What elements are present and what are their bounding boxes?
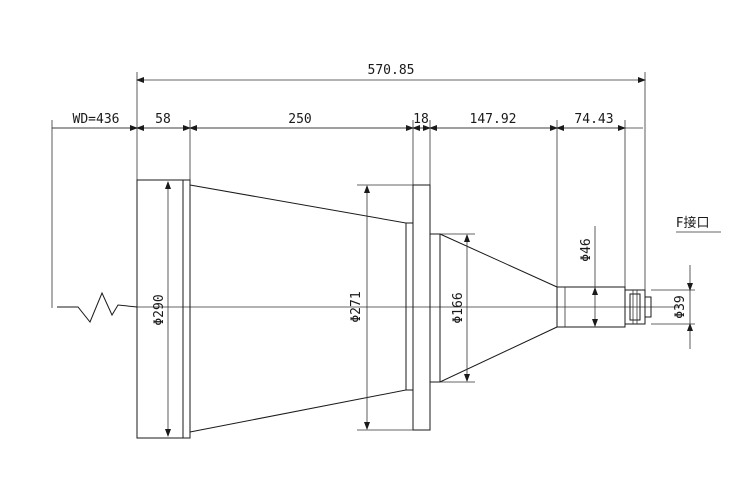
- lens-body: [136, 179, 652, 439]
- rear-cone-diameter-label: Φ166: [451, 292, 466, 323]
- total-length-label: 570.85: [368, 63, 415, 78]
- mount-label: F接口: [676, 215, 709, 231]
- total-length-dimension: 570.85: [136, 63, 646, 290]
- mount-length-label: 74.43: [574, 112, 613, 127]
- front-flange-ring: [182, 179, 191, 439]
- rear-cone-length-label: 147.92: [470, 112, 517, 127]
- thread-diameter-label: Φ39: [673, 295, 688, 318]
- diameter-rear-cone: Φ166: [440, 233, 475, 383]
- front-diameter-label: Φ290: [152, 294, 167, 325]
- segment-dimensions: WD=436 58 250 18 147.92 74.43: [51, 112, 643, 308]
- front-cone: [189, 184, 407, 433]
- working-distance-label: WD=436: [73, 112, 120, 127]
- diameter-thread: Φ39: [651, 265, 695, 349]
- mid-flange: [412, 184, 431, 431]
- cone-length-label: 250: [288, 112, 311, 127]
- diameter-mount-body: Φ46: [579, 226, 598, 327]
- mount-body-diameter-label: Φ46: [579, 238, 594, 261]
- mid-diameter-label: Φ271: [349, 291, 364, 322]
- mid-flange-length-label: 18: [413, 112, 429, 127]
- mount-label-group: F接口: [676, 215, 721, 233]
- diameter-front: Φ290: [152, 181, 171, 437]
- diameter-mid: Φ271: [349, 184, 413, 431]
- rear-hub: [429, 233, 441, 383]
- optical-axis: [57, 291, 680, 323]
- front-flange-length-label: 58: [155, 112, 171, 127]
